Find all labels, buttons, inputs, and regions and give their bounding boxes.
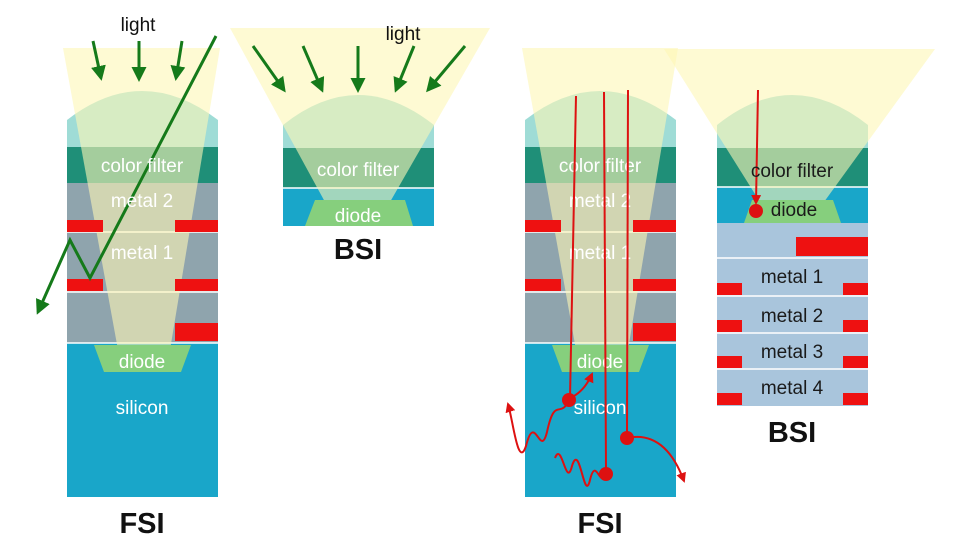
metal-bar [67, 279, 103, 291]
light-arrow [393, 45, 416, 93]
metal-bar [717, 393, 742, 405]
color-filter-label: color filter [101, 156, 184, 177]
red-light-ray [626, 435, 686, 483]
red-light-ray [603, 91, 607, 473]
stray-light-arrow [36, 35, 218, 315]
light-cone [230, 28, 490, 202]
diode-region [552, 345, 649, 372]
light-cone [522, 48, 678, 350]
metal-bar [175, 279, 218, 291]
metal-bar [843, 356, 868, 368]
metal-bar [633, 220, 676, 232]
fsi-title: FSI [119, 508, 164, 540]
light-arrow [426, 45, 467, 93]
light-arrow [301, 45, 325, 93]
red-light-ray [751, 89, 762, 205]
metal-bar [67, 220, 103, 232]
light-cone [664, 49, 935, 202]
metal-2-label: metal 2 [761, 306, 823, 327]
metal-bar [633, 323, 676, 341]
fsi-panel-left: light color filter metal 2 metal 1 diode… [36, 15, 220, 540]
metal-bar [633, 279, 676, 291]
fsi-title: FSI [577, 508, 622, 540]
metal-bar [717, 356, 742, 368]
metal-1-label: metal 1 [111, 243, 173, 264]
metal-3-label: metal 3 [761, 342, 823, 363]
diode-label: diode [577, 352, 624, 373]
color-filter-label: color filter [751, 161, 834, 182]
bsi-title: BSI [334, 234, 382, 266]
diode-region [305, 200, 413, 226]
metal-bar [525, 279, 561, 291]
metal-bar [717, 283, 742, 295]
metal-bar [175, 323, 218, 341]
silicon-label: silicon [116, 398, 169, 419]
metal-2-label: metal 2 [111, 191, 173, 212]
light-cone [63, 48, 220, 350]
bsi-panel-right: color filter diode metal 1 metal 2 metal… [664, 49, 935, 449]
metal-bar [843, 320, 868, 332]
diffusing-electron-path [505, 399, 570, 454]
diode-region [94, 345, 191, 372]
diode-label: diode [335, 206, 382, 227]
metal-bar [175, 220, 218, 232]
bsi-panel-left: light color filter diode BSI [230, 24, 490, 266]
bsi-title: BSI [768, 417, 816, 449]
diode-label: diode [119, 352, 166, 373]
metal-1-label: metal 1 [569, 243, 631, 264]
red-light-ray [569, 95, 577, 399]
diffusing-electron-path [554, 453, 607, 487]
silicon-label: silicon [574, 398, 627, 419]
light-arrow [251, 45, 286, 93]
fsi-panel-right: color filter metal 2 metal 1 diode silic… [505, 48, 686, 540]
red-light-ray [626, 89, 629, 437]
light-arrow [91, 40, 106, 81]
metal-bar [717, 320, 742, 332]
light-label: light [121, 15, 157, 36]
diode-label: diode [771, 200, 818, 221]
diode-region [744, 200, 841, 223]
metal-2-label: metal 2 [569, 191, 631, 212]
metal-4-label: metal 4 [761, 378, 824, 399]
electron-dot [749, 204, 763, 218]
light-label: light [386, 24, 422, 45]
metal-1-label: metal 1 [761, 267, 823, 288]
light-arrow [170, 40, 186, 81]
metal-bar [843, 393, 868, 405]
metal-bar [525, 220, 561, 232]
metal-bar [843, 283, 868, 295]
metal-bar [796, 237, 868, 256]
color-filter-label: color filter [559, 156, 642, 177]
color-filter-label: color filter [317, 160, 400, 181]
